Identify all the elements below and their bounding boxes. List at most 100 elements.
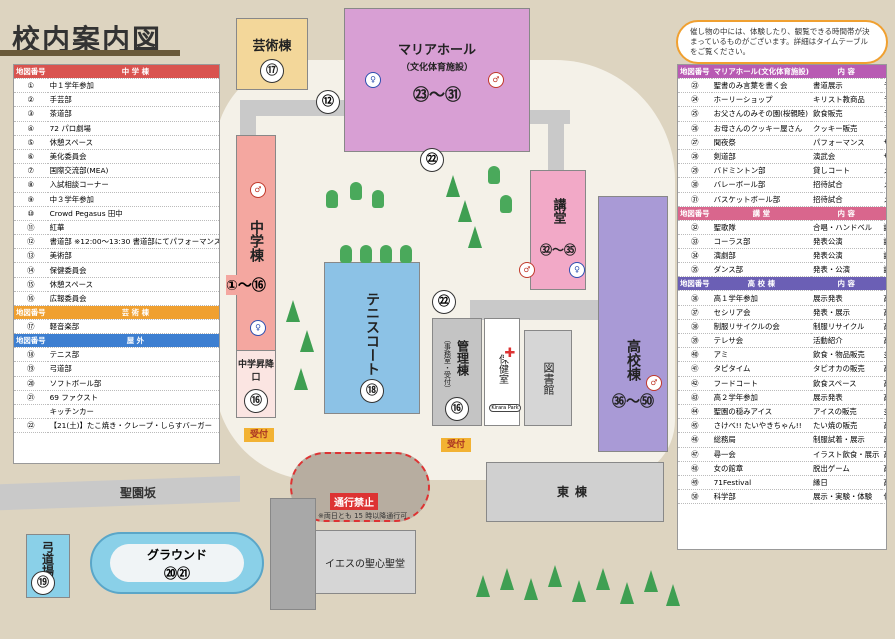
building-koko-label: 高校棟 <box>625 339 641 381</box>
koko-cell: タピタイム <box>711 361 812 377</box>
koko-cell: ㊿ <box>678 489 712 505</box>
restroom-icon: ♀ <box>569 262 585 278</box>
koko-cell: 展示発表 <box>811 390 882 405</box>
outdoor-cell: ㉑ <box>14 390 48 405</box>
maria-header-cell: 場 所 <box>881 65 886 79</box>
kodo-row: ㉞演劇部発表公演講堂 <box>678 248 886 264</box>
building-tosho[interactable]: 図書館 <box>524 330 572 426</box>
koko-row: ㊶タピタイムタピオカの販売高２ばら <box>678 361 886 377</box>
restroom-icon: ♀ <box>365 72 381 88</box>
chugaku-cell: 紅華 <box>47 220 219 236</box>
road-center <box>470 300 610 320</box>
kodo-header-cell: 内 容 <box>811 206 882 221</box>
chugaku-header-cell: 中 学 棟 <box>47 65 219 79</box>
koko-cell: タピオカの販売 <box>811 361 882 377</box>
tree-icon <box>500 568 514 590</box>
maria-cell: サブアリーナ <box>881 149 886 165</box>
chugaku-row: ⑯広報委員会広報誌配布受付 <box>14 291 219 307</box>
geijutsu-header-cell: 地図番号 <box>14 305 48 320</box>
kodo-cell: ㉝ <box>678 234 712 250</box>
koko-cell: 総務局 <box>711 432 812 448</box>
koko-cell: 高１ばら <box>881 290 886 306</box>
building-geijutsu[interactable]: 芸術棟 ⑰ <box>236 18 308 90</box>
chugaku-row: ②手芸部展示・販売中１ゆり <box>14 92 219 108</box>
geijutsu-row: ⑰軽音楽部発表・公演芸術棟１F <box>14 319 219 335</box>
maria-cell: バレーボール部 <box>711 177 812 193</box>
building-kodo-nums: ㉜〜㉟ <box>539 243 576 257</box>
marker-22-mid: ㉒ <box>432 290 456 314</box>
chugaku-row: ⑥美化委員会紹介・販売多目的２ <box>14 149 219 165</box>
maria-cell: クッキー販売 <box>811 121 882 136</box>
koko-cell: ㊴ <box>678 333 712 349</box>
maria-row: ㉗聞夜祭パフォーマンスサブアリーナ <box>678 135 886 150</box>
maria-row: ㉓聖書のみ言葉を書く会書道展示ラウンジ <box>678 78 886 94</box>
chugaku-cell: 茶道部 <box>47 106 219 122</box>
maria-cell: お父さんのみその園(桜親睦) <box>711 106 812 122</box>
chugaku-cell: 休憩スペース <box>47 135 219 150</box>
ground-track[interactable]: グラウンド ⑳㉑ <box>90 532 264 594</box>
building-kanri[interactable]: （事務室・受付） 管理棟 ⑯ <box>432 318 482 426</box>
building-kodo-label: 講堂 <box>550 198 566 224</box>
maria-cell: ラウンジ <box>881 106 886 122</box>
koko-cell: 高３ゆり <box>881 461 886 476</box>
chugaku-row: ⑭保健委員会入浴剤の作り・展示多目的３ <box>14 262 219 278</box>
gray-structure <box>270 498 316 610</box>
building-maria-label: マリアホール <box>397 43 476 58</box>
chugaku-row: ④72 パロ劇場上映特別多目的１ <box>14 121 219 136</box>
tennis-court-num: ⑱ <box>360 379 384 403</box>
marker-22-top: ㉒ <box>420 148 444 172</box>
building-kyudo[interactable]: 弓道場 ⑲ <box>26 534 70 598</box>
geijutsu-cell: 軽音楽部 <box>47 319 219 335</box>
koko-cell: 高１すみれ <box>881 333 886 349</box>
tennis-court[interactable]: テニスコート ⑱ <box>324 262 420 414</box>
maria-cell: 演武会 <box>811 149 882 165</box>
maria-row: ㉚バレーボール部招待試合メインアリーナ <box>678 177 886 193</box>
tree-icon <box>458 200 472 222</box>
koko-cell: ㊵ <box>678 347 712 363</box>
maria-cell: 剣道部 <box>711 149 812 165</box>
kyudo-num: ⑲ <box>31 571 55 595</box>
chugaku-stairs[interactable]: 中学昇降口 ⑯ <box>236 350 276 418</box>
kirara-park-sign: Kirara Park <box>489 404 521 412</box>
maria-header-cell: 地図番号 <box>678 65 712 79</box>
tree-icon <box>400 245 412 263</box>
koko-row: ㊱高１学年参加展示発表高１ばら <box>678 290 886 306</box>
tennis-court-label: テニスコート <box>364 292 380 376</box>
tosho-label: 図書館 <box>542 361 555 395</box>
tree-icon <box>360 245 372 263</box>
koko-cell: ㊷ <box>678 376 712 391</box>
building-koko[interactable]: 高校棟 ㊱〜㊿ <box>598 196 668 452</box>
koko-header-cell: 内 容 <box>811 276 882 292</box>
maria-cell: ㉘ <box>678 149 712 165</box>
building-higashi[interactable]: 東棟 <box>486 462 664 522</box>
koko-cell: 71Festival <box>711 475 812 491</box>
maria-row: ㉔ホーリーショップキリスト教商品ラウンジ <box>678 92 886 108</box>
outdoor-cell: テニス部 <box>47 347 219 363</box>
chugaku-cell: ⑯ <box>14 291 48 307</box>
koko-cell: 高３ばら <box>881 418 886 434</box>
tree-icon <box>488 166 500 184</box>
chugaku-cell: ① <box>14 78 48 94</box>
kodo-cell: ㉟ <box>678 262 712 278</box>
building-seishin[interactable]: イエスの聖心聖堂 <box>314 530 416 594</box>
kodo-cell: 合唱・ハンドベル <box>811 220 882 235</box>
tree-icon <box>524 578 538 600</box>
koko-row: ㊽女の館章脱出ゲーム高３ゆり <box>678 461 886 476</box>
outdoor-header-cell: 地図番号 <box>14 333 48 349</box>
chugaku-cell: ② <box>14 92 48 108</box>
kodo-cell: 聖歌隊 <box>711 220 812 235</box>
koko-cell: フードコート <box>711 376 812 391</box>
maria-cell: 聞夜祭 <box>711 135 812 150</box>
koko-cell: ㊳ <box>678 319 712 335</box>
building-kanri-num: ⑯ <box>445 397 469 421</box>
chugaku-cell: 休憩スペース <box>47 277 219 292</box>
tree-icon <box>596 568 610 590</box>
chugaku-cell: ⑩ <box>14 206 48 221</box>
outdoor-cell: キッチンカー <box>47 404 219 420</box>
